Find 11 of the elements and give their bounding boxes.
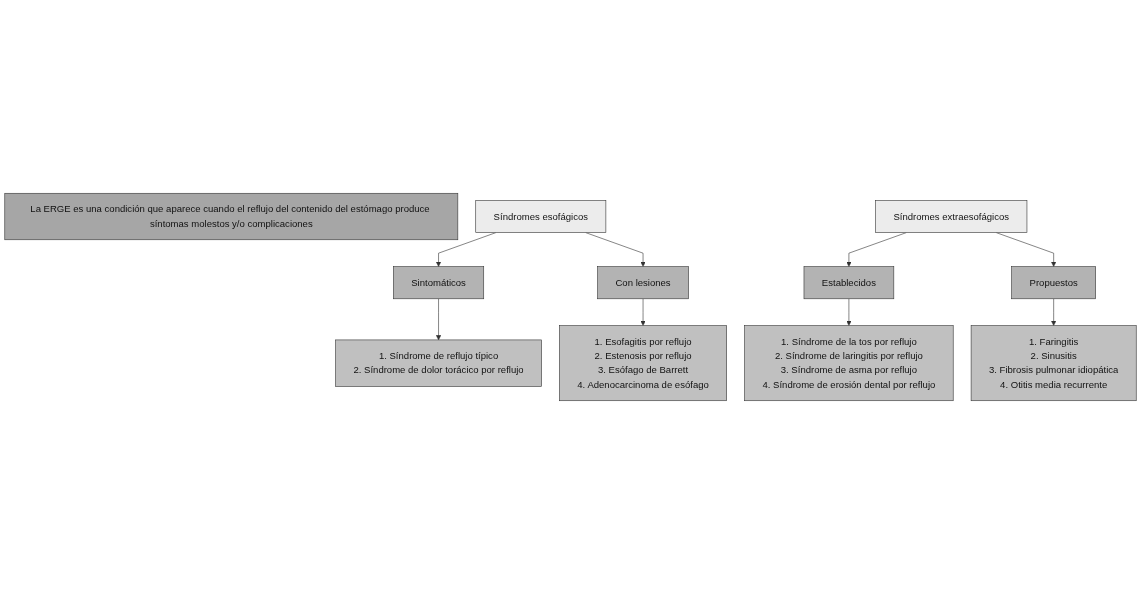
node-box: La ERGE es una condición que aparece cuando el reflujo del contenido del estómago produce síntomas molestos y/o complicaciones [4,192,459,241]
node-box: Con lesiones [597,266,689,300]
node-box: Propuestos [1011,266,1096,300]
node-box: Síndromes esofágicos [475,200,607,233]
node-box: Establecidos [803,266,895,300]
node-box: 1. Esofagitis por reflujo 2. Estenosis por reflujo 3. Esófago de Barrett 4. Adenocarcinoma de esófago [559,325,727,402]
node-box: Síndromes extraesofágicos [875,200,1028,233]
node-box: Sintomáticos [393,266,485,300]
node-box: 1. Faringitis 2. Sinusitis 3. Fibrosis pulmonar idiopática 4. Otitis media recurrente [970,325,1137,402]
node-box: 1. Síndrome de reflujo típico 2. Síndrome de dolor torácico por reflujo [335,339,542,387]
node-box: 1. Síndrome de la tos por reflujo 2. Síndrome de laringitis por reflujo 3. Síndrome de asma por reflujo 4. Síndrome de erosión dental por reflujo [744,325,954,402]
